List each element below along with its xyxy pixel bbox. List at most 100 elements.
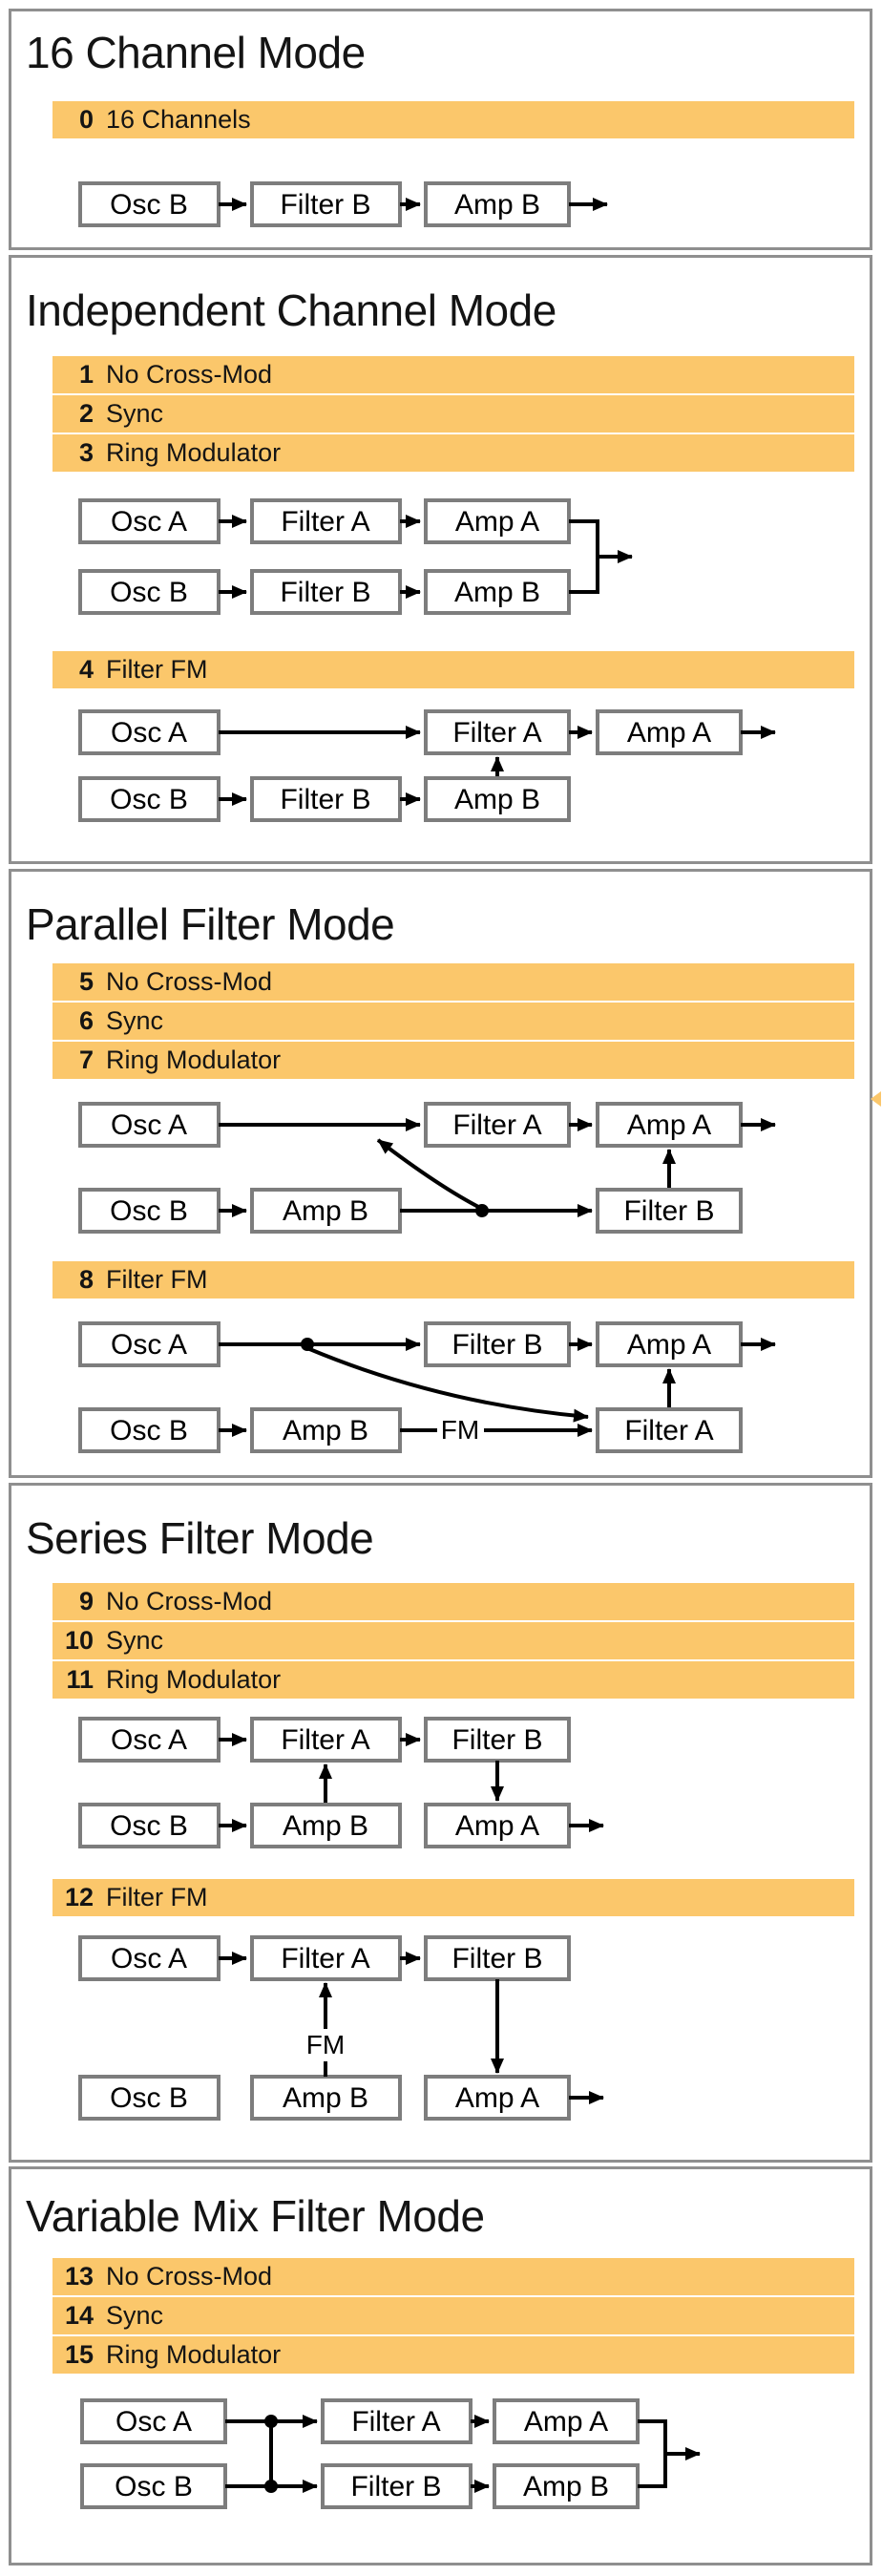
box-label: Amp B [283, 1810, 368, 1842]
mode-row-11: 11 Ring Modulator [52, 1661, 854, 1699]
box-label: Osc B [115, 2471, 193, 2502]
box-label: Filter A [281, 1724, 369, 1756]
box-osc-b [78, 2075, 220, 2121]
box-filter-a [250, 1935, 402, 1981]
box-filter-a [321, 2398, 472, 2444]
mode-row-9: 9 No Cross-Mod [52, 1583, 854, 1620]
box-osc-a [78, 709, 220, 755]
mode-row-4: 4 Filter FM [52, 651, 854, 688]
box-label: Filter A [624, 1415, 713, 1446]
box-label: Osc B [110, 1195, 188, 1227]
box-label: Osc A [116, 2406, 192, 2438]
box-label: Amp B [454, 784, 540, 815]
mode-label: Ring Modulator [106, 438, 282, 467]
diagram-parallel: Osc A Filter A Amp A Osc B Amp B Filter … [78, 1102, 776, 1234]
box-osc-b [78, 181, 220, 227]
box-amp-b [424, 776, 571, 822]
mode-label: 16 Channels [106, 105, 251, 134]
section-title: Independent Channel Mode [26, 285, 556, 335]
box-amp-a [493, 2398, 640, 2444]
box-osc-a [78, 1321, 220, 1367]
box-osc-a [80, 2398, 227, 2444]
box-label: Filter B [452, 1943, 542, 1974]
mode-label: No Cross-Mod [106, 967, 273, 996]
junction-dot [264, 2415, 278, 2428]
box-label: Amp B [283, 1195, 368, 1227]
mode-label: No Cross-Mod [106, 360, 273, 389]
section-title: Variable Mix Filter Mode [26, 2191, 485, 2241]
box-osc-a [78, 498, 220, 544]
mode-row-5: 5 No Cross-Mod [52, 963, 854, 1001]
mode-row-1: 1 No Cross-Mod [52, 356, 854, 393]
box-amp-b [250, 1407, 402, 1453]
box-label: Amp A [627, 1109, 711, 1141]
mode-number: 3 [78, 438, 94, 467]
mode-row-14: 14 Sync [52, 2297, 854, 2334]
box-label: Osc A [111, 1329, 187, 1361]
box-label: Amp A [455, 2082, 539, 2114]
box-label: Filter B [452, 1724, 542, 1756]
mode-number: 11 [66, 1665, 94, 1694]
box-amp-b [250, 1803, 402, 1848]
box-label: Filter B [623, 1195, 714, 1227]
mode-label: Ring Modulator [106, 1045, 282, 1074]
diagram-parallel-filter-fm: Osc A Filter B Amp A Osc B Amp B Filter … [78, 1321, 776, 1453]
section-title: 16 Channel Mode [26, 28, 366, 77]
fm-label: FM [306, 2030, 345, 2059]
mode-number: 4 [78, 655, 94, 684]
box-filter-b [250, 181, 402, 227]
box-amp-a [424, 2075, 571, 2121]
box-label: Osc A [111, 1943, 187, 1974]
box-label: Filter A [452, 717, 541, 749]
mode-row-7: 7 Ring Modulator [52, 1042, 854, 1079]
mode-label: Filter FM [106, 1883, 208, 1911]
box-amp-a [424, 1803, 571, 1848]
box-label: Osc B [110, 1810, 188, 1842]
junction-dot [264, 2480, 278, 2493]
box-label: Filter B [452, 1329, 542, 1361]
box-amp-b [250, 1188, 402, 1234]
mode-label: Sync [106, 2301, 164, 2330]
mode-number: 15 [64, 2340, 94, 2369]
mode-number: 7 [78, 1045, 94, 1074]
box-label: Filter A [281, 506, 369, 538]
box-label: Osc A [111, 506, 187, 538]
mode-row-6: 6 Sync [52, 1003, 854, 1040]
box-label: Amp B [523, 2471, 609, 2502]
diagram-series: Osc A Filter A Filter B Osc B Amp B Amp … [78, 1717, 604, 1848]
mode-number: 12 [64, 1883, 94, 1911]
mod-curve-arrow [376, 1138, 483, 1211]
box-amp-a [596, 1321, 743, 1367]
box-label: Osc B [110, 577, 188, 608]
box-label: Filter B [280, 189, 370, 221]
mode-label: No Cross-Mod [106, 1587, 273, 1615]
box-label: Amp B [283, 2082, 368, 2114]
edge-marker-artifact [871, 1091, 881, 1107]
box-label: Amp B [454, 189, 540, 221]
box-label: Filter A [452, 1109, 541, 1141]
diagram-16-channel: Osc B Filter B Amp B [78, 181, 608, 227]
box-label: Filter A [281, 1943, 369, 1974]
box-label: Amp A [455, 1810, 539, 1842]
box-osc-b [80, 2463, 227, 2509]
box-label: Amp A [627, 1329, 711, 1361]
box-label: Osc B [110, 1415, 188, 1446]
box-filter-a [424, 1102, 571, 1148]
diagram-variable-mix: Osc A Filter A Amp A Osc B Filter B Amp … [80, 2398, 701, 2509]
mode-row-0: 0 16 Channels [52, 101, 854, 138]
diagram-independent: Osc A Filter A Amp A Osc B Filter B Amp … [78, 498, 633, 615]
fm-label: FM [441, 1415, 479, 1445]
mode-number: 10 [64, 1626, 94, 1655]
mode-label: Sync [106, 399, 164, 428]
diagram-independent-filter-fm: Osc A Filter A Amp A Osc B Filter B Amp … [78, 709, 776, 822]
mod-curve-arrow [306, 1346, 589, 1423]
box-amp-a [424, 498, 571, 544]
box-label: Amp B [283, 1415, 368, 1446]
mode-row-12: 12 Filter FM [52, 1879, 854, 1916]
box-label: Osc B [110, 784, 188, 815]
merge-connector [569, 519, 599, 594]
box-label: Osc B [110, 2082, 188, 2114]
box-filter-a [424, 709, 571, 755]
box-filter-b [250, 776, 402, 822]
mode-number: 6 [78, 1006, 94, 1035]
